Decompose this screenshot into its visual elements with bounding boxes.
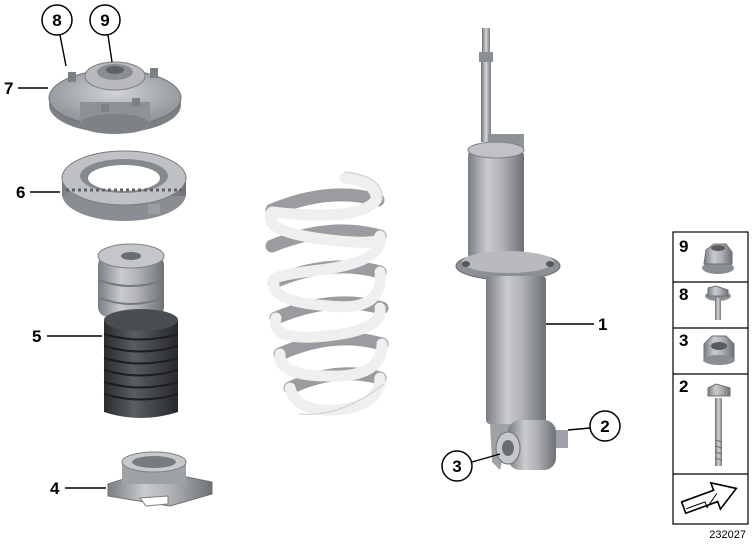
legend-label-3: 3 bbox=[679, 331, 688, 350]
bump-stop-and-boot bbox=[97, 243, 179, 418]
coil-spring bbox=[264, 171, 389, 416]
lower-spring-seat bbox=[107, 451, 213, 507]
long-bolt-icon bbox=[707, 383, 731, 466]
callout-circle-3 bbox=[441, 450, 473, 482]
next-page-arrow-icon[interactable] bbox=[679, 475, 741, 520]
legend-label-9: 9 bbox=[679, 237, 688, 256]
callout-8-label: 8 bbox=[52, 11, 61, 30]
short-bolt-icon bbox=[705, 285, 731, 320]
reference-number: 232027 bbox=[709, 529, 746, 541]
hex-nut-icon bbox=[703, 335, 735, 365]
leader-8 bbox=[59, 34, 67, 67]
legend-label-8: 8 bbox=[679, 285, 688, 304]
callout-circle-8 bbox=[41, 4, 73, 36]
flange-nut-icon bbox=[702, 243, 734, 274]
leader-3 bbox=[471, 453, 501, 463]
bearing-ring bbox=[61, 150, 187, 221]
callout-3-label: 3 bbox=[452, 457, 461, 476]
callout-7-label: 7 bbox=[4, 79, 13, 98]
callout-2-label: 2 bbox=[600, 417, 609, 436]
callout-circle-9 bbox=[89, 4, 121, 36]
shock-absorber bbox=[455, 28, 568, 470]
callout-4-label: 4 bbox=[50, 479, 60, 498]
leader-9 bbox=[107, 34, 113, 63]
leader-2 bbox=[567, 427, 591, 431]
callout-1-label: 1 bbox=[598, 315, 607, 334]
callout-circle-2 bbox=[589, 410, 621, 442]
callout-9-label: 9 bbox=[100, 11, 109, 30]
fastener-legend: 9 8 3 2 bbox=[672, 231, 749, 525]
callout-6-label: 6 bbox=[16, 183, 25, 202]
top-mount bbox=[48, 61, 182, 134]
callout-5-label: 5 bbox=[32, 327, 41, 346]
legend-label-2: 2 bbox=[679, 377, 688, 396]
